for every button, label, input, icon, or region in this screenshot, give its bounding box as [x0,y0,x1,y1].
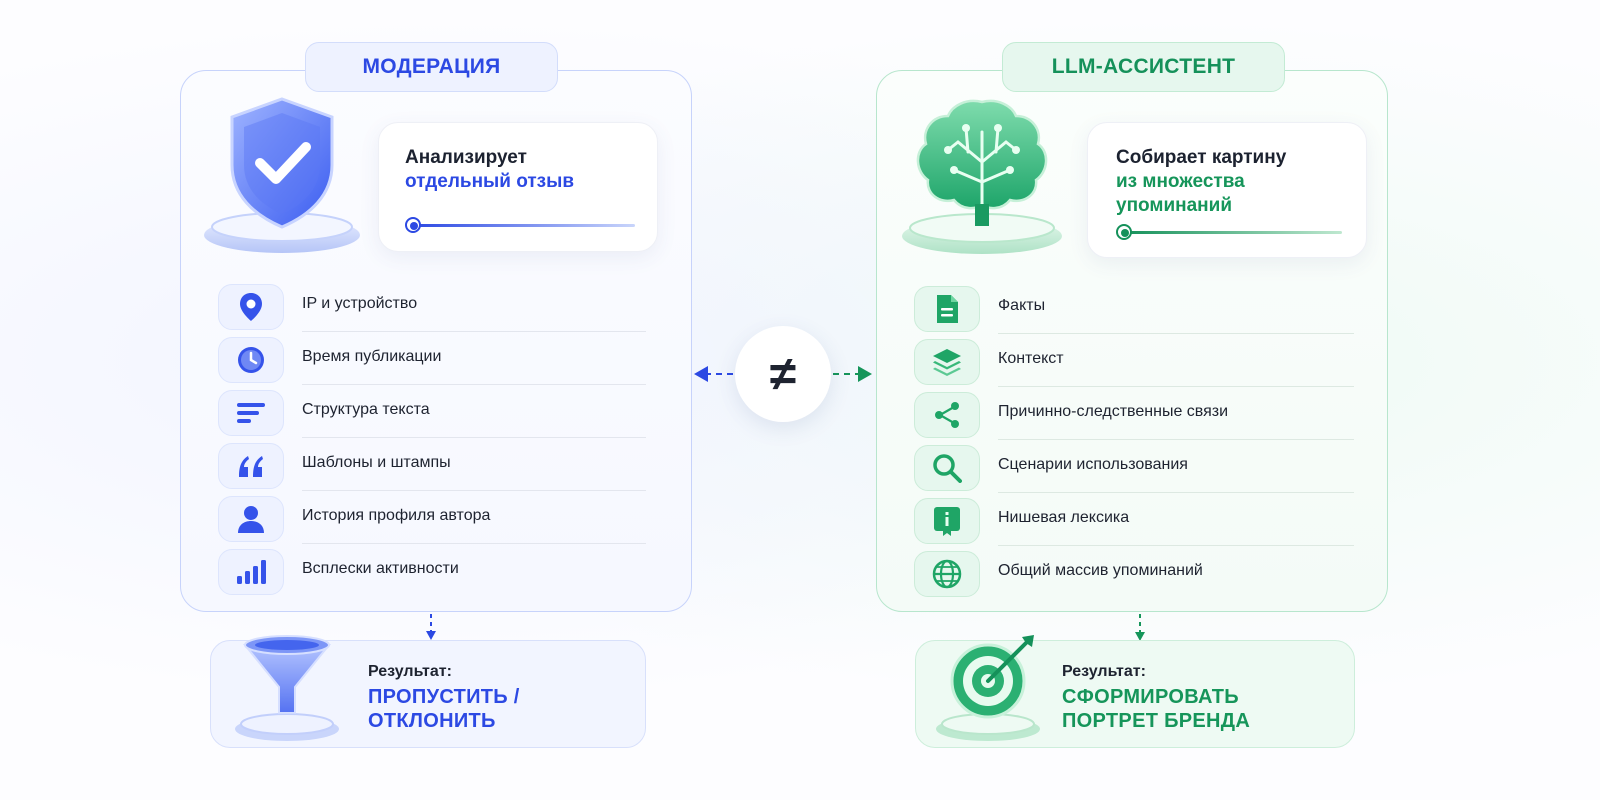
brain-tree-icon [902,99,1062,254]
arrow-down-right-head [1135,632,1145,641]
divider [998,439,1354,440]
target-icon [936,635,1040,741]
globe-icon [914,551,980,597]
list-item-label: Время публикации [302,348,442,365]
list-item: Причинно-следственные связи [914,388,1354,440]
assistant-title: LLM-АССИСТЕНТ [1002,42,1285,92]
list-item-label: Причинно-следственные связи [998,403,1229,420]
assistant-card-line1: Собирает картину [1116,147,1287,168]
divider [998,545,1354,546]
moderation-summary-card: Анализирует отдельный отзыв [378,122,658,252]
book-icon [914,498,980,544]
divider [302,543,646,544]
divider [302,331,646,332]
list-item-label: Всплески активности [302,560,459,577]
list-item-label: Контекст [998,350,1064,367]
divider [998,386,1354,387]
user-icon [218,496,284,542]
moderation-result-value-line1: ПРОПУСТИТЬ / [368,686,520,708]
list-item: Всплески активности [218,545,646,597]
magnifier-icon [914,445,980,491]
list-item: Факты [914,282,1354,334]
list-item: Сценарии использования [914,441,1354,493]
list-item-label: Нишевая лексика [998,509,1130,526]
list-item-label: Структура текста [302,401,430,418]
list-item-label: История профиля автора [302,507,491,524]
funnel-icon [235,635,339,741]
not-equal-symbol: ≠ [735,326,831,422]
assistant-list: Факты Контекст Причинно-следственные свя… [914,282,1354,600]
moderation-slider-track [413,224,635,227]
divider [998,333,1354,334]
assistant-result-box: Результат: СФОРМИРОВАТЬ ПОРТРЕТ БРЕНДА [915,635,1355,748]
shield-check-icon [204,97,360,253]
share-nodes-icon [914,392,980,438]
arrow-down-left-head [426,631,436,640]
quote-icon [218,443,284,489]
divider [302,490,646,491]
assistant-slider-track [1124,231,1342,234]
list-item-label: Сценарии использования [998,456,1188,473]
assistant-result-value-line1: СФОРМИРОВАТЬ [1062,686,1239,708]
list-item: IP и устройство [218,280,646,332]
list-item: История профиля автора [218,492,646,544]
moderation-result-label: Результат: [368,663,452,680]
bar-chart-icon [218,549,284,595]
arrow-left-head [694,366,708,382]
list-item: Нишевая лексика [914,494,1354,546]
divider [302,384,646,385]
list-item: Время публикации [218,333,646,385]
moderation-title: МОДЕРАЦИЯ [305,42,558,92]
assistant-summary-card: Собирает картину из множества упоминаний [1087,122,1367,258]
divider [302,437,646,438]
list-item: Структура текста [218,386,646,438]
list-item-label: Общий массив упоминаний [998,562,1203,579]
arrow-right-head [858,366,872,382]
moderation-result-value-line2: ОТКЛОНИТЬ [368,710,496,732]
document-icon [914,286,980,332]
list-item: Общий массив упоминаний [914,547,1354,599]
list-item-label: Шаблоны и штампы [302,454,451,471]
moderation-list: IP и устройство Время публикации Структу… [218,280,646,598]
clock-icon [218,337,284,383]
list-item-label: Факты [998,297,1046,314]
moderation-card-line2: отдельный отзыв [405,171,575,192]
assistant-card-line2: из множества [1116,171,1245,192]
list-item-label: IP и устройство [302,295,418,312]
assistant-result-label: Результат: [1062,663,1146,680]
assistant-result-value-line2: ПОРТРЕТ БРЕНДА [1062,710,1251,732]
assistant-slider-knob [1116,224,1132,240]
divider [998,492,1354,493]
moderation-card-line1: Анализирует [405,147,527,168]
list-item: Шаблоны и штампы [218,439,646,491]
moderation-slider-knob [405,217,421,233]
location-pin-icon [218,284,284,330]
layers-icon [914,339,980,385]
moderation-result-box: Результат: ПРОПУСТИТЬ / ОТКЛОНИТЬ [210,635,646,748]
text-lines-icon [218,390,284,436]
list-item: Контекст [914,335,1354,387]
assistant-card-line3: упоминаний [1116,195,1233,216]
